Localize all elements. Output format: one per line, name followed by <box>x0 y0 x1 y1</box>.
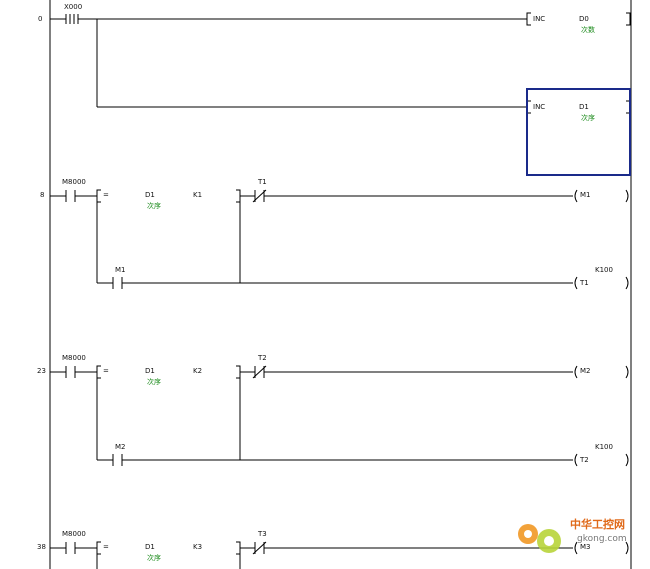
svg-text:K3: K3 <box>193 543 202 551</box>
svg-text:M2: M2 <box>115 443 126 451</box>
svg-text:T2: T2 <box>257 354 267 362</box>
contact-label: X000 <box>64 3 82 11</box>
svg-text:D0: D0 <box>579 15 589 23</box>
watermark-chinese: 中华工控网 <box>570 517 625 531</box>
device-comment: 次序 <box>147 377 161 386</box>
svg-text:=: = <box>103 543 109 551</box>
coil-m2[interactable]: M2 <box>574 365 629 379</box>
svg-text:=: = <box>103 191 109 199</box>
svg-text:T1: T1 <box>257 178 267 186</box>
timer-t2[interactable]: T2 K100 <box>574 443 629 467</box>
svg-text:T3: T3 <box>257 530 267 538</box>
device-comment: 次数 <box>581 25 595 34</box>
device-comment: 次序 <box>147 553 161 562</box>
inc-instruction-d0[interactable]: INC D0 次数 <box>526 12 631 34</box>
svg-text:D1: D1 <box>145 543 155 551</box>
svg-text:M8000: M8000 <box>62 354 86 362</box>
svg-text:M8000: M8000 <box>62 178 86 186</box>
step-number: 38 <box>37 543 46 551</box>
timer-t1[interactable]: T1 K100 <box>574 266 629 290</box>
svg-text:M8000: M8000 <box>62 530 86 538</box>
step-number: 0 <box>38 15 42 23</box>
svg-text:K2: K2 <box>193 367 202 375</box>
watermark: 中华工控网 gkong.com <box>518 517 627 553</box>
step-number: 23 <box>37 367 46 375</box>
compare-instruction[interactable]: = D1 次序 K1 <box>96 189 241 210</box>
svg-text:K1: K1 <box>193 191 202 199</box>
device-comment: 次序 <box>147 201 161 210</box>
contact-m1[interactable] <box>112 277 123 289</box>
step-number: 8 <box>40 191 44 199</box>
svg-text:T2: T2 <box>579 456 589 464</box>
svg-text:K100: K100 <box>595 266 613 274</box>
svg-text:INC: INC <box>533 15 545 23</box>
svg-text:M3: M3 <box>580 543 591 551</box>
svg-text:D1: D1 <box>145 367 155 375</box>
selection-cursor[interactable] <box>526 88 631 176</box>
svg-text:T1: T1 <box>579 279 589 287</box>
compare-instruction[interactable]: = D1 次序 K2 <box>96 365 241 386</box>
contact-m8000[interactable] <box>65 542 76 554</box>
svg-text:D1: D1 <box>145 191 155 199</box>
coil-m1[interactable]: M1 <box>574 189 629 203</box>
contact-m8000[interactable] <box>65 190 76 202</box>
gear-icon <box>518 524 561 553</box>
device-comment: 次序 <box>581 113 595 122</box>
contact-x000[interactable] <box>65 14 79 24</box>
contact-m2[interactable] <box>112 454 123 466</box>
svg-text:INC: INC <box>533 103 545 111</box>
svg-text:=: = <box>103 367 109 375</box>
svg-text:K100: K100 <box>595 443 613 451</box>
coil-m3[interactable]: M3 <box>574 541 629 555</box>
contact-m8000[interactable] <box>65 366 76 378</box>
inc-instruction-d1[interactable]: INC D1 次序 <box>526 100 631 122</box>
svg-text:M2: M2 <box>580 367 591 375</box>
svg-text:M1: M1 <box>115 266 126 274</box>
svg-text:M1: M1 <box>580 191 591 199</box>
watermark-english: gkong.com <box>577 534 627 544</box>
svg-text:D1: D1 <box>579 103 589 111</box>
compare-instruction[interactable]: = D1 次序 K3 <box>96 541 241 562</box>
